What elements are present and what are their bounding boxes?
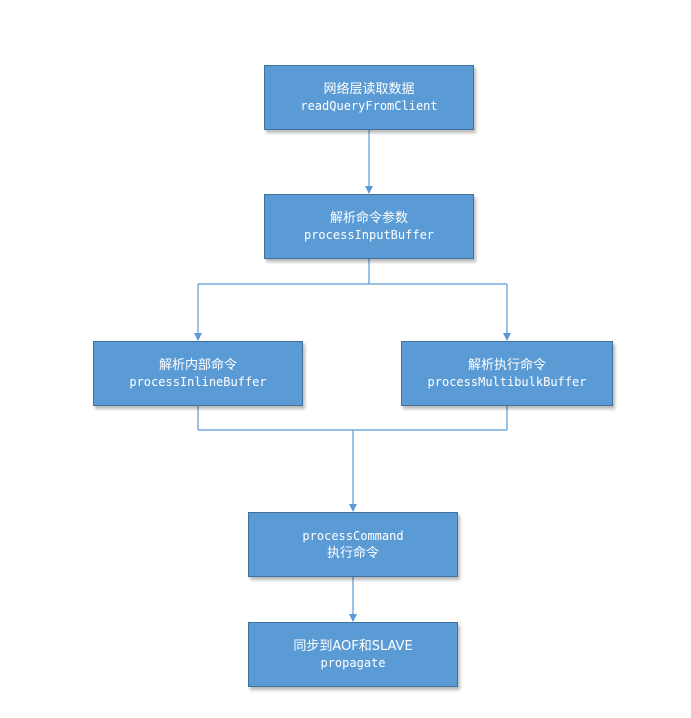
- node-process-command: processCommand 执行命令: [248, 512, 458, 577]
- node-parse-inline-title: 解析内部命令: [158, 357, 237, 373]
- node-propagate: 同步到AOF和SLAVE propagate: [248, 622, 458, 687]
- node-parse-multibulk-function: processMultibulkBuffer: [427, 374, 587, 389]
- node-process-command-function: processCommand: [302, 528, 404, 543]
- node-propagate-title: 同步到AOF和SLAVE: [293, 638, 413, 654]
- node-process-command-title: 执行命令: [326, 545, 379, 561]
- node-parse-inline-function: processInlineBuffer: [129, 374, 267, 389]
- node-parse-multibulk: 解析执行命令 processMultibulkBuffer: [401, 341, 613, 406]
- node-parse-multibulk-title: 解析执行命令: [467, 357, 546, 373]
- node-read-query-function: readQueryFromClient: [300, 98, 438, 113]
- node-parse-inline: 解析内部命令 processInlineBuffer: [93, 341, 303, 406]
- node-read-query: 网络层读取数据 readQueryFromClient: [264, 65, 474, 130]
- node-parse-args: 解析命令参数 processInputBuffer: [264, 194, 474, 259]
- node-propagate-function: propagate: [320, 655, 386, 670]
- node-read-query-title: 网络层读取数据: [323, 81, 415, 97]
- node-parse-args-title: 解析命令参数: [329, 210, 408, 226]
- node-parse-args-function: processInputBuffer: [303, 227, 435, 242]
